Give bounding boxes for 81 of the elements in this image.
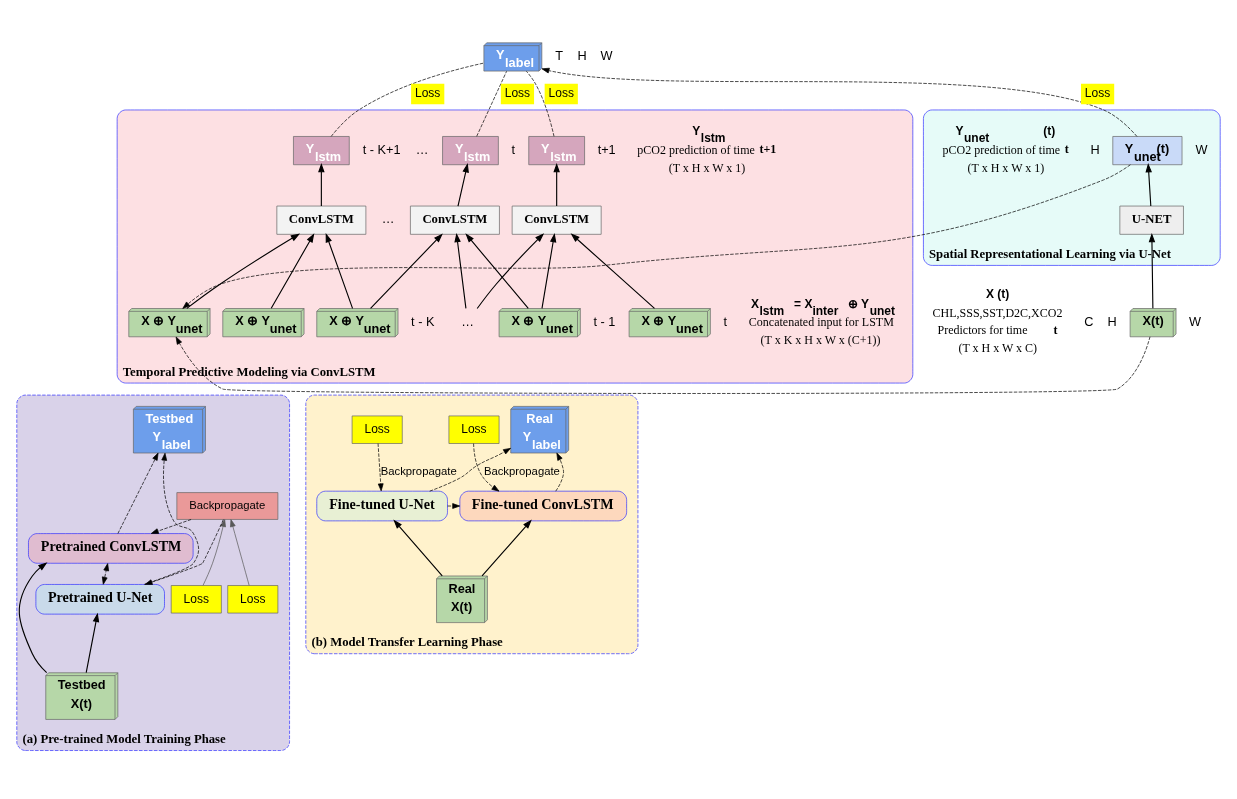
arrow	[553, 163, 560, 207]
label: W	[600, 48, 613, 64]
node-label: (T x H x W x 1)	[967, 160, 1045, 175]
label: …	[381, 211, 395, 227]
node-label: pCO2 prediction of time t	[942, 142, 1069, 157]
label: W	[1195, 141, 1208, 157]
node-box: ConvLSTM	[276, 205, 367, 235]
arrow	[377, 443, 384, 492]
edge-label: Loss	[504, 86, 531, 101]
arrow	[202, 519, 226, 586]
arrow	[457, 163, 469, 207]
label: …	[415, 141, 429, 157]
arrow	[144, 519, 224, 585]
label: t - 1	[593, 313, 616, 329]
node-box: Loss	[448, 415, 500, 444]
node-box: Pretrained ConvLSTM	[28, 533, 194, 564]
arrow	[325, 233, 354, 309]
label: t+1	[597, 141, 616, 157]
node-box: Backpropagate	[176, 492, 279, 520]
node-text: …	[461, 313, 474, 329]
node-label: Concatenated input for LSTM	[748, 314, 894, 329]
edge-label: Loss	[414, 86, 441, 101]
arrow	[101, 563, 109, 585]
node-box: Pretrained U-Net	[35, 584, 165, 615]
node-label: (T x H x W x C)	[958, 341, 1038, 356]
arrow	[465, 233, 529, 309]
label: H	[1090, 141, 1100, 157]
label: t	[723, 313, 727, 329]
arrow	[473, 443, 500, 492]
connector	[526, 70, 555, 137]
arrow	[429, 447, 511, 492]
label: H	[577, 48, 587, 64]
node-label: X (t)	[985, 287, 1010, 302]
arrow	[570, 233, 656, 309]
arrow	[143, 452, 199, 585]
node-label: pCO2 prediction of time t+1	[637, 142, 777, 157]
arrow	[150, 519, 192, 534]
edge-label: Loss	[1084, 86, 1111, 101]
node-label: Predictors for time t	[937, 322, 1058, 338]
arrow	[18, 562, 48, 674]
arrow	[270, 233, 315, 309]
arrow	[182, 164, 1131, 309]
connector	[476, 70, 507, 137]
edge-label: Loss	[548, 86, 574, 101]
node-box: Fine-tuned ConvLSTM	[459, 490, 627, 522]
node-box: Loss	[351, 415, 403, 444]
arrow	[481, 519, 532, 577]
arrow	[1148, 232, 1156, 309]
arrow	[541, 232, 557, 309]
edge-label: Backpropagate	[380, 464, 457, 477]
arrow	[318, 163, 325, 207]
arrow	[555, 452, 564, 492]
arrow	[1145, 163, 1152, 207]
connector	[330, 62, 485, 137]
node-box: ConvLSTM	[410, 205, 500, 235]
arrow	[175, 336, 1151, 394]
arrow	[447, 503, 461, 509]
label: C	[1084, 313, 1094, 329]
arrow	[85, 612, 100, 674]
node-label: CHL,SSS,SST,D2C,XCO2	[932, 305, 1063, 320]
edge-label: Backpropagate	[483, 464, 560, 477]
label: H	[1107, 313, 1117, 329]
node-box: Loss	[170, 585, 222, 614]
arrow	[186, 233, 301, 309]
label: t	[511, 141, 515, 157]
node-box: U-NET	[1119, 205, 1184, 235]
arrow	[370, 233, 443, 309]
arrow	[454, 232, 467, 309]
label: t - K	[411, 313, 435, 329]
label: T	[555, 48, 564, 64]
arrow	[476, 233, 545, 310]
node-box: Fine-tuned U-Net	[316, 490, 448, 522]
node-box: ConvLSTM	[511, 205, 602, 235]
arrow	[230, 519, 250, 586]
node-label: (T x K x H x W x (C+1))	[760, 332, 881, 347]
node-label: (T x H x W x 1)	[668, 160, 746, 175]
label: W	[1189, 313, 1202, 329]
label: t - K+1	[362, 141, 401, 157]
arrow	[117, 452, 159, 534]
arrow	[393, 519, 443, 577]
node-box: Loss	[227, 585, 279, 614]
